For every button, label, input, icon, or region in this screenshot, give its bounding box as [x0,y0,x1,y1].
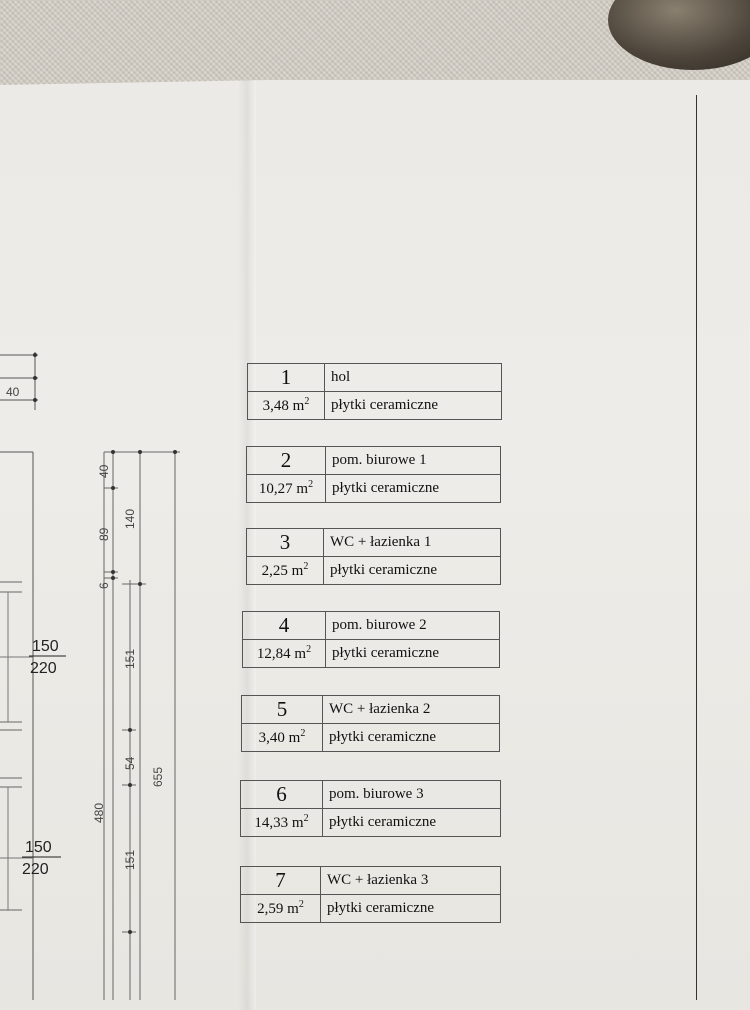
room-table-2: 2 pom. biurowe 1 10,27 m2 płytki ceramic… [246,446,501,503]
room-area: 3,40 m2 [241,723,323,752]
room-number: 3 [246,528,324,557]
room-table-4: 4 pom. biurowe 2 12,84 m2 płytki ceramic… [242,611,500,668]
drawing-frame-line [696,95,697,1000]
door-label-width: 150 [25,839,52,856]
dim-top-left: 40 [6,385,20,399]
room-table-7: 7 WC + łazienka 3 2,59 m2 płytki ceramic… [240,866,501,923]
room-table-5: 5 WC + łazienka 2 3,40 m2 płytki ceramic… [241,695,500,752]
dim-vertical: 151 [123,850,137,870]
room-name: pom. biurowe 2 [325,611,500,640]
dim-vertical: 89 [97,527,111,541]
room-number: 1 [247,363,325,392]
room-area: 2,25 m2 [246,556,324,585]
dim-total: 480 [92,803,106,823]
door-label-height: 220 [22,861,49,878]
room-number: 6 [240,780,323,809]
room-area: 3,48 m2 [247,391,325,420]
room-number: 2 [246,446,326,475]
room-name: pom. biurowe 3 [322,780,501,809]
dim-total: 655 [151,767,165,787]
room-floor: płytki ceramiczne [323,556,501,585]
room-name: pom. biurowe 1 [325,446,501,475]
room-number: 7 [240,866,321,895]
room-table-3: 3 WC + łazienka 1 2,25 m2 płytki ceramic… [246,528,501,585]
room-name: WC + łazienka 1 [323,528,501,557]
room-area: 2,59 m2 [240,894,321,923]
room-table-6: 6 pom. biurowe 3 14,33 m2 płytki ceramic… [240,780,501,837]
room-floor: płytki ceramiczne [322,808,501,837]
room-area: 14,33 m2 [240,808,323,837]
door-label-height: 220 [30,660,57,677]
room-number: 5 [241,695,323,724]
room-name: hol [324,363,502,392]
room-floor: płytki ceramiczne [325,639,500,668]
room-name: WC + łazienka 3 [320,866,501,895]
room-name: WC + łazienka 2 [322,695,500,724]
room-floor: płytki ceramiczne [324,391,502,420]
dim-vertical: 54 [123,756,137,770]
door-label-width: 150 [32,638,59,655]
room-floor: płytki ceramiczne [325,474,501,503]
room-area: 12,84 m2 [242,639,326,668]
dim-vertical: 151 [123,649,137,669]
room-area: 10,27 m2 [246,474,326,503]
room-floor: płytki ceramiczne [320,894,501,923]
dim-vertical: 40 [97,464,111,478]
room-table-1: 1 hol 3,48 m2 płytki ceramiczne [247,363,502,420]
dim-vertical: 6 [97,582,111,589]
dim-total: 140 [123,509,137,529]
room-floor: płytki ceramiczne [322,723,500,752]
room-number: 4 [242,611,326,640]
